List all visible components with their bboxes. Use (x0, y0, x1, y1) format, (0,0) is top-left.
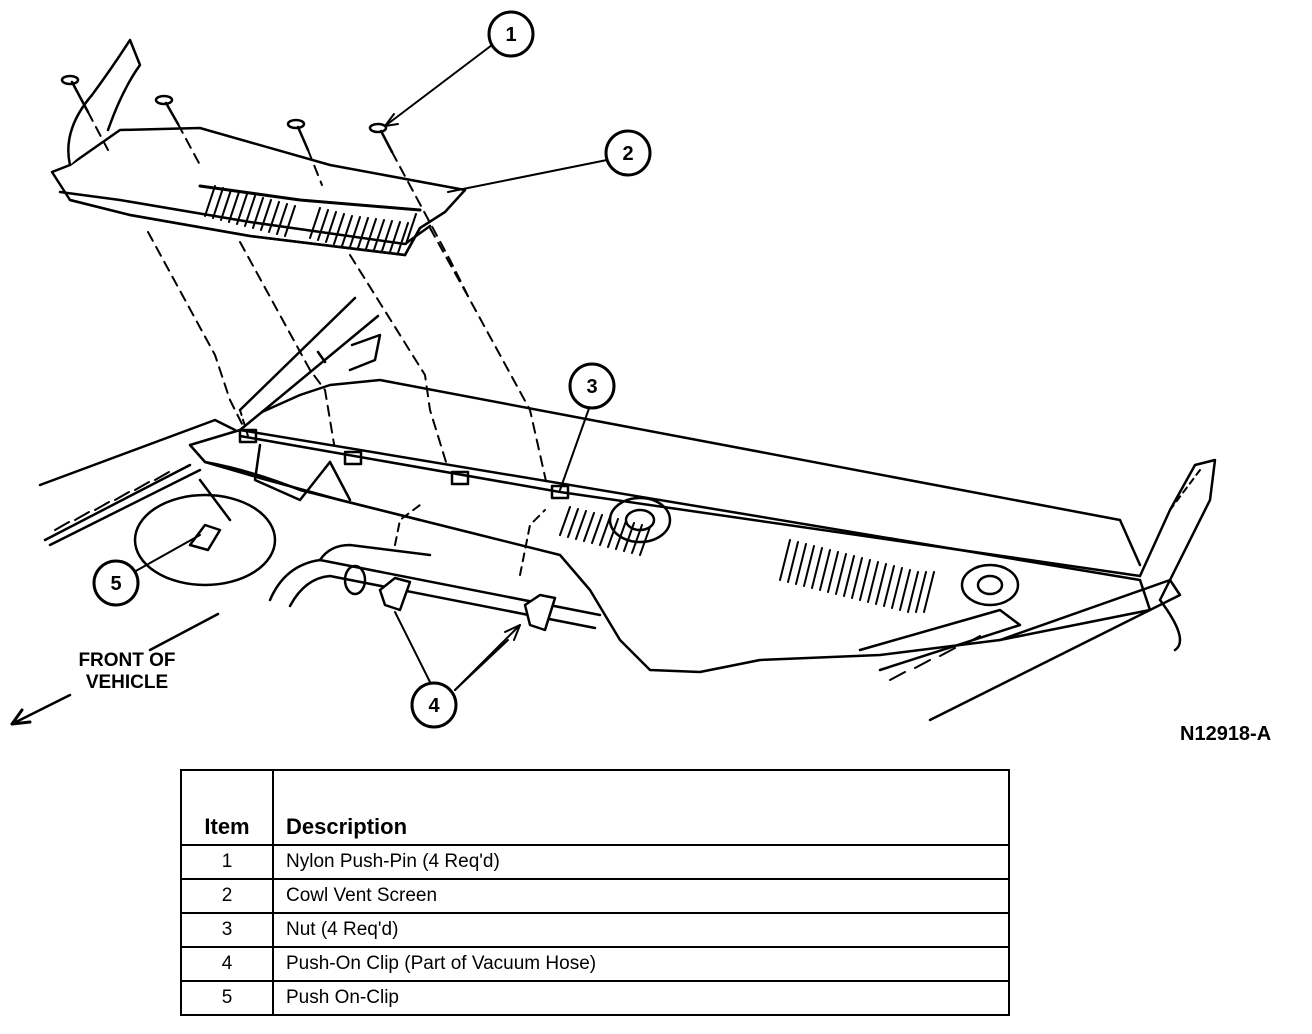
table-row: 5 Push On-Clip (180, 980, 1010, 1016)
cowl-body (38, 296, 1217, 722)
cowl-vent-screen-part (50, 38, 467, 257)
callout-5: 5 (92, 559, 140, 607)
row-description: Nylon Push-Pin (4 Req'd) (272, 844, 1010, 880)
row-description: Cowl Vent Screen (272, 878, 1010, 914)
row-item: 5 (180, 980, 274, 1016)
front-label-line1: FRONT OF (78, 650, 176, 671)
callout-3: 3 (568, 362, 616, 410)
callout-leaders (133, 44, 608, 691)
row-description: Nut (4 Req'd) (272, 912, 1010, 948)
row-item: 1 (180, 844, 274, 880)
header-description: Description (272, 769, 1010, 846)
table-header-row: Item Description (180, 769, 1010, 846)
svg-text:5: 5 (110, 573, 121, 595)
svg-text:4: 4 (428, 695, 440, 717)
row-item: 3 (180, 912, 274, 948)
table-row: 3 Nut (4 Req'd) (180, 912, 1010, 948)
cowl-vent-exploded-diagram: 1 2 3 4 5 (10, 10, 1217, 729)
front-arrow (10, 612, 220, 726)
front-of-vehicle-label: FRONT OF VEHICLE (62, 650, 192, 694)
push-pins (60, 74, 394, 154)
row-item: 2 (180, 878, 274, 914)
row-description: Push On-Clip (272, 980, 1010, 1016)
svg-text:3: 3 (586, 376, 597, 398)
figure-id: N12918-A (1180, 723, 1272, 745)
row-description: Push-On Clip (Part of Vacuum Hose) (272, 946, 1010, 982)
front-label-line2: VEHICLE (85, 672, 169, 693)
svg-text:1: 1 (505, 24, 516, 46)
table-row: 2 Cowl Vent Screen (180, 878, 1010, 914)
header-item: Item (180, 769, 274, 846)
svg-text:2: 2 (622, 143, 633, 165)
callout-2: 2 (604, 129, 652, 177)
callout-1: 1 (487, 10, 535, 58)
row-item: 4 (180, 946, 274, 982)
alignment-lines (87, 111, 549, 491)
parts-legend-table: Item Description 1 Nylon Push-Pin (4 Req… (180, 769, 1010, 1016)
callout-4: 4 (410, 681, 458, 729)
table-row: 1 Nylon Push-Pin (4 Req'd) (180, 844, 1010, 880)
table-row: 4 Push-On Clip (Part of Vacuum Hose) (180, 946, 1010, 982)
